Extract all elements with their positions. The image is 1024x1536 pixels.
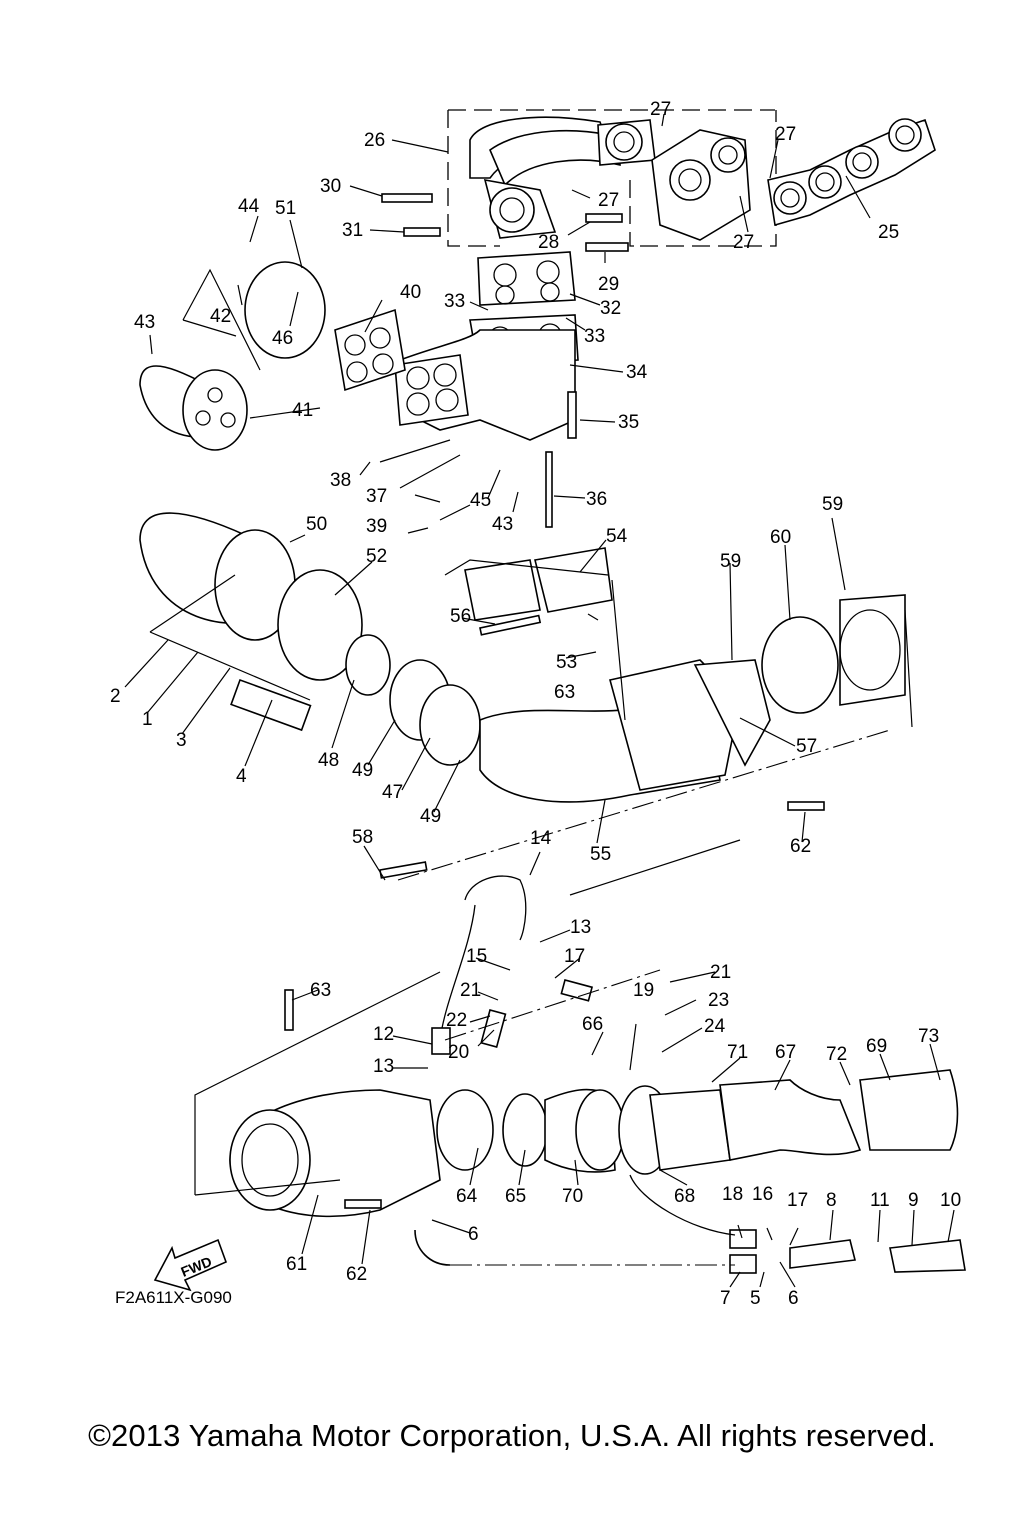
callout-label: 5 [750,1288,761,1309]
callout-label: 48 [318,750,339,771]
fwd-arrow: FWD [153,1238,228,1292]
callout-label: 26 [364,130,385,151]
exhaust-manifold-group [381,109,936,252]
callout-label: 62 [790,836,811,857]
callout-label: 55 [590,844,611,865]
callout-label: 27 [598,190,619,211]
callout-label: 43 [134,312,155,333]
callout-label: 8 [826,1190,837,1211]
callout-label: 24 [704,1016,726,1037]
callout-label: 67 [775,1042,796,1063]
callout-label: 31 [342,220,363,241]
callout-label: 49 [352,760,373,781]
callout-label: 7 [720,1288,731,1309]
frame-lines [149,268,913,1196]
callout-label: 73 [918,1026,939,1047]
callout-label: 53 [556,652,577,673]
callout-label: 27 [650,99,671,120]
exhaust-parts-diagram: FWD F2A611X-G090 1 2 3 4 5 6 6 6 7 8 9 1… [110,99,966,1309]
callout-label: 60 [770,527,791,548]
callout-label: 16 [752,1184,773,1205]
callout-label: 21 [460,980,481,1001]
callout-label: 65 [505,1186,526,1207]
callout-label: 68 [674,1186,695,1207]
callout-label: 64 [456,1186,478,1207]
callout-label: 47 [382,782,403,803]
callout-label: 50 [306,514,327,535]
callout-label: 37 [366,486,387,507]
callout-label: 27 [775,124,796,145]
callout-label: 27 [733,232,754,253]
callout-label: 28 [538,232,559,253]
callout-label: 4 [236,766,247,787]
copyright-notice: ©2013 Yamaha Motor Corporation, U.S.A. A… [88,1418,936,1453]
callout-label: 70 [562,1186,583,1207]
callout-label: 25 [878,222,899,243]
callout-label: 34 [626,362,648,383]
callout-label: 71 [727,1042,748,1063]
callout-label: 69 [866,1036,887,1057]
callout-label: 33 [584,326,605,347]
callout-label: 63 [310,980,331,1001]
callout-label: 52 [366,546,387,567]
callout-label: 56 [450,606,471,627]
callout-labels: 1 2 3 4 5 6 6 6 7 8 9 10 11 12 13 13 14 … [110,99,961,1309]
callout-label: 23 [708,990,729,1011]
callout-label: 58 [352,827,373,848]
callout-label: 19 [633,980,654,1001]
callout-label: 10 [940,1190,961,1211]
callout-label: 51 [275,198,296,219]
callout-label: 42 [210,306,231,327]
callout-label: 40 [400,282,421,303]
callout-label: 12 [373,1024,394,1045]
leader-lines [124,113,955,1288]
callout-label: 17 [564,946,585,967]
callout-label: 59 [822,494,843,515]
callout-label: 32 [600,298,621,319]
callout-label: 46 [272,328,293,349]
callout-label: 9 [908,1190,919,1211]
callout-label: 63 [554,682,575,703]
callout-label: 39 [366,516,387,537]
callout-label: 36 [586,489,607,510]
callout-label: 2 [110,686,121,707]
diagram-code: F2A611X-G090 [115,1288,232,1307]
callout-label: 38 [330,470,351,491]
callout-label: 18 [722,1184,743,1205]
callout-label: 6 [468,1224,479,1245]
callout-label: 59 [720,551,741,572]
callout-label: 45 [470,490,491,511]
callout-label: 61 [286,1254,307,1275]
callout-label: 41 [292,400,313,421]
callout-label: 57 [796,736,817,757]
callout-label: 21 [710,962,731,983]
callout-label: 33 [444,291,465,312]
callout-label: 66 [582,1014,603,1035]
callout-label: 54 [606,526,628,547]
callout-label: 29 [598,274,619,295]
callout-label: 49 [420,806,441,827]
callout-label: 14 [530,828,552,849]
callout-label: 13 [373,1056,394,1077]
callout-label: 1 [142,709,153,730]
callout-label: 3 [176,730,187,751]
callout-label: 44 [238,196,260,217]
callout-label: 35 [618,412,639,433]
water-hose-group [229,875,966,1274]
callout-label: 17 [787,1190,808,1211]
callout-label: 6 [788,1288,799,1309]
callout-label: 62 [346,1264,367,1285]
muffler-group [139,261,391,732]
callout-label: 15 [466,946,487,967]
callout-label: 13 [570,917,591,938]
callout-label: 72 [826,1044,847,1065]
callout-label: 20 [448,1042,469,1063]
exhaust-pipe-2-group [379,547,906,879]
callout-label: 22 [446,1010,467,1031]
callout-label: 11 [870,1190,890,1211]
callout-label: 43 [492,514,513,535]
callout-label: 30 [320,176,341,197]
exhaust-pipe-1-group [334,251,579,528]
